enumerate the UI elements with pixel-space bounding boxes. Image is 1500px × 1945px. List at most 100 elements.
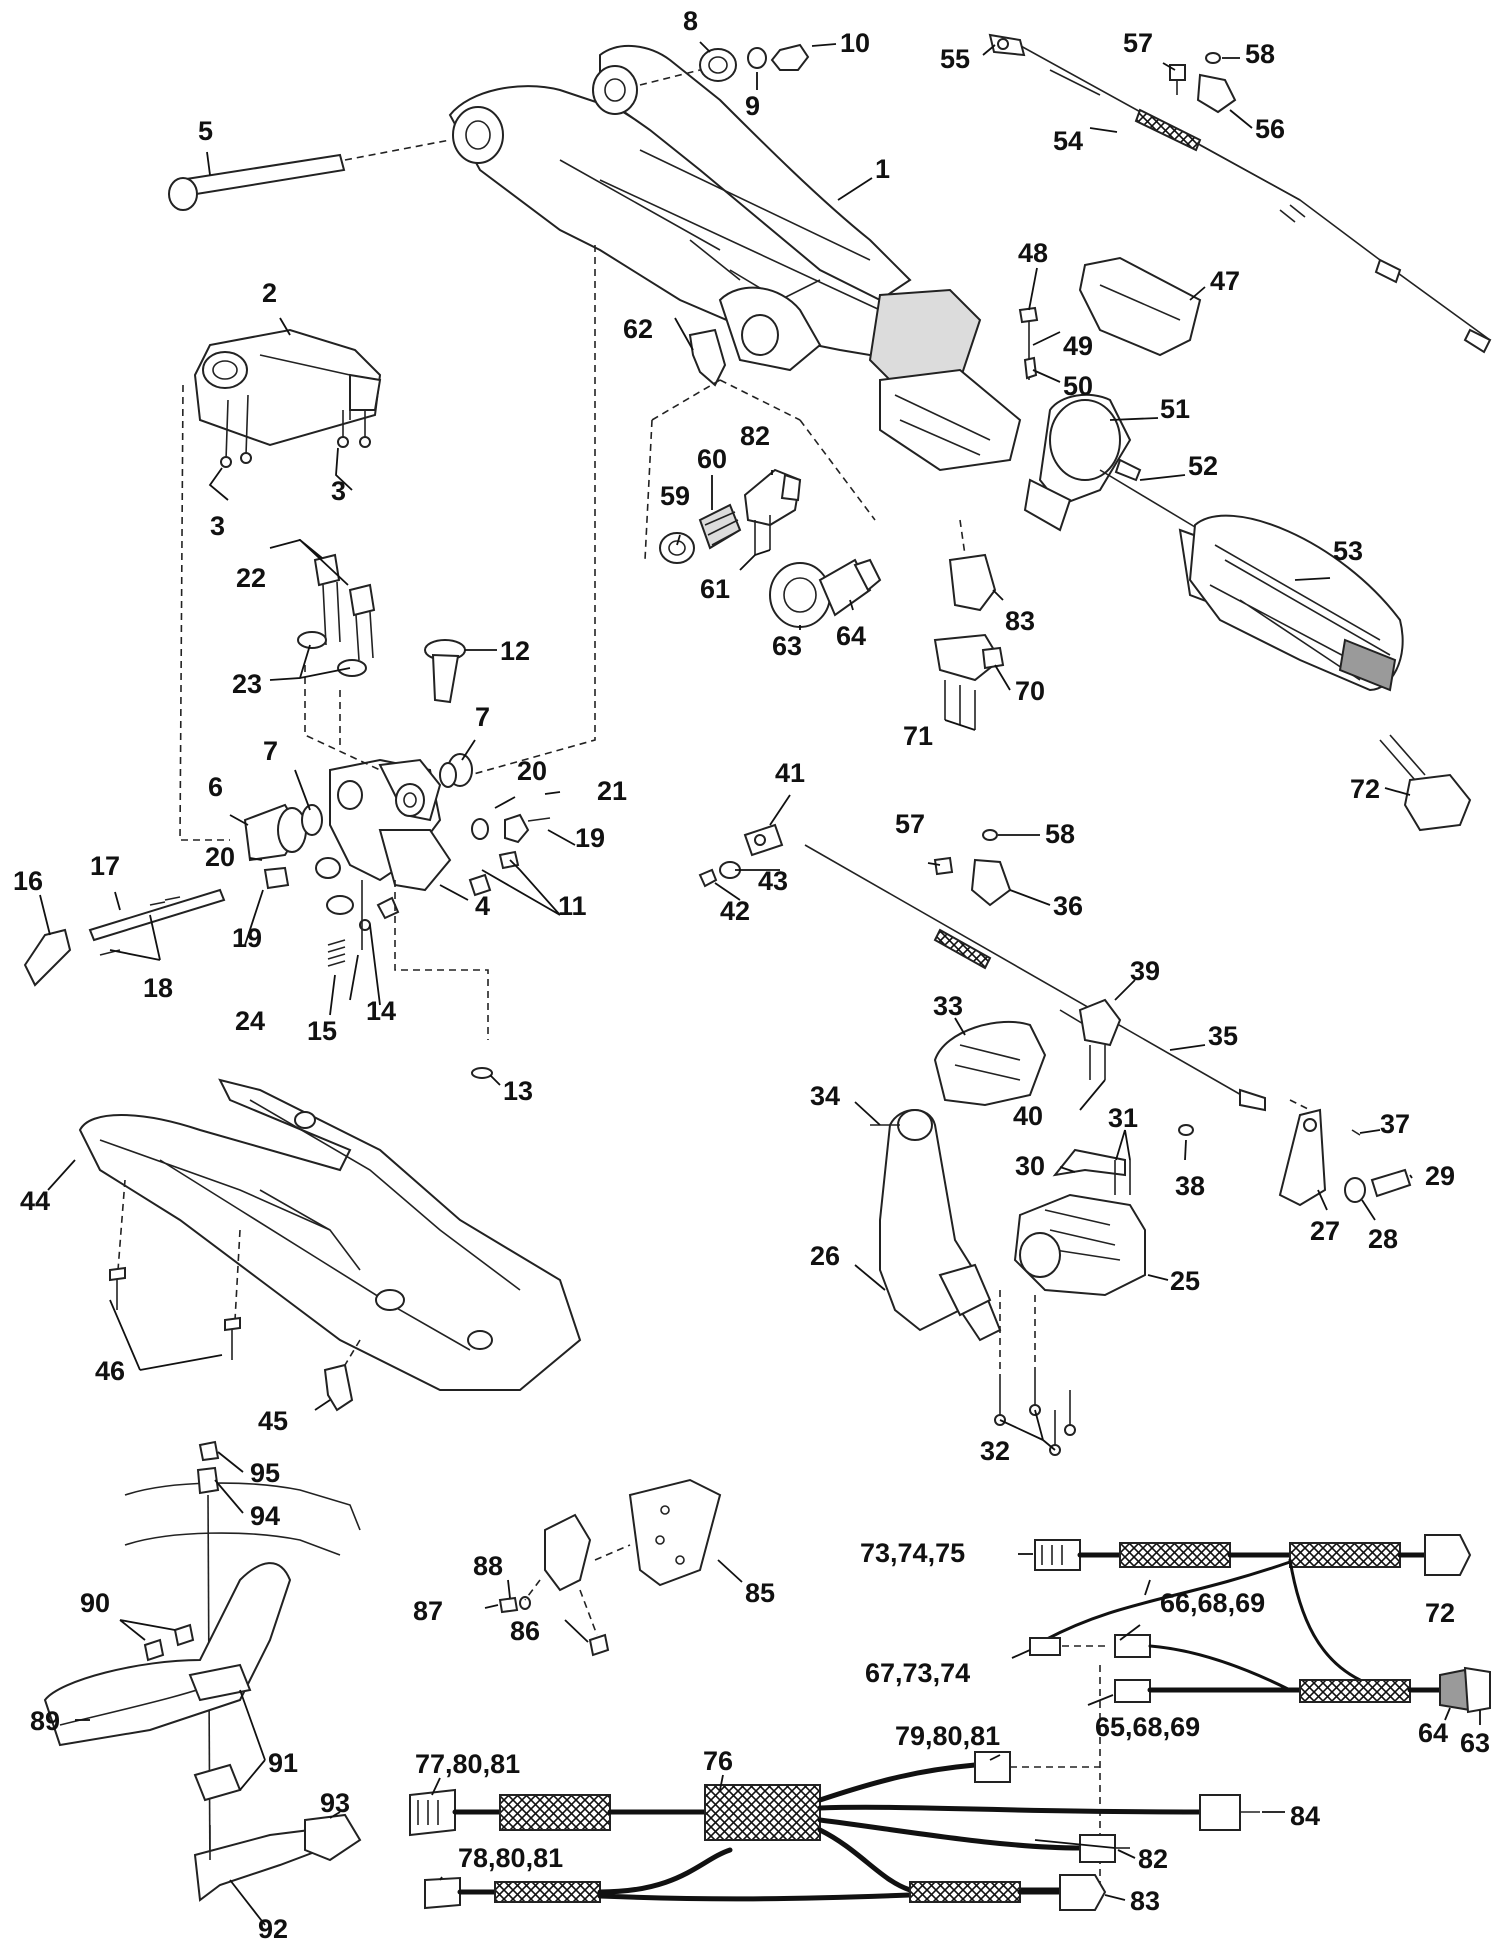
- callout-2: 2: [262, 278, 277, 308]
- switch-parts-59-to-64-82: [644, 379, 882, 628]
- upper-mount-cover-part-2: [193, 328, 382, 447]
- plug-part-72a: [1379, 734, 1472, 832]
- callout-19a: 19: [232, 923, 262, 953]
- callout-64a: 64: [836, 621, 866, 651]
- callout-55: 55: [940, 44, 970, 74]
- callout-14: 14: [366, 996, 396, 1026]
- callout-61: 61: [700, 574, 730, 604]
- bracket-part-30-31: [1052, 1148, 1131, 1195]
- callout-25: 25: [1170, 1266, 1200, 1296]
- screw-part-13: [394, 880, 493, 1079]
- callout-91: 91: [268, 1748, 298, 1778]
- callout-72a: 72: [1350, 774, 1380, 804]
- callout-7a: 7: [263, 736, 278, 766]
- main-harness-part-76: [409, 1751, 1260, 1893]
- callout-52: 52: [1188, 451, 1218, 481]
- callout-58b: 58: [1045, 819, 1075, 849]
- callout-38: 38: [1175, 1171, 1205, 1201]
- throttle-cable-part-54: [1009, 39, 1492, 354]
- small-hardware-parts-11-14-19-20-24: [263, 813, 551, 950]
- callout-11: 11: [558, 891, 587, 921]
- throttle-parts-47-to-53: [1018, 256, 1404, 692]
- callout-45: 45: [258, 1406, 288, 1436]
- callout-9: 9: [745, 91, 760, 121]
- callout-70: 70: [1015, 676, 1045, 706]
- shift-cable-part-35: [804, 844, 1266, 1112]
- callout-13: 13: [503, 1076, 533, 1106]
- callout-71: 71: [903, 721, 933, 751]
- callout-20b: 20: [517, 756, 547, 786]
- washers-part-7: [301, 753, 473, 836]
- callout-93: 93: [320, 1788, 350, 1818]
- callout-82a: 82: [740, 421, 770, 451]
- callout-62: 62: [623, 314, 653, 344]
- callout-59: 59: [660, 481, 690, 511]
- callout-57b: 57: [895, 809, 925, 839]
- callout-44: 44: [20, 1186, 50, 1216]
- callout-57a: 57: [1123, 28, 1153, 58]
- screw-washer-parts-57b-58b: [933, 829, 998, 876]
- callout-6: 6: [208, 772, 223, 802]
- connectors-parts-66-67-68-69: [1029, 1634, 1292, 1692]
- callout-88: 88: [473, 1551, 503, 1581]
- callout-46: 46: [95, 1356, 125, 1386]
- leader-lines: [39, 41, 1481, 1926]
- pin-part-12: [424, 639, 466, 704]
- harness-part-78: [424, 1847, 1107, 1911]
- callout-28: 28: [1368, 1224, 1398, 1254]
- callout-94: 94: [250, 1501, 280, 1531]
- swivel-bracket-part-4: [179, 245, 596, 892]
- handle-pin-parts-16-17-18: [23, 888, 226, 987]
- callout-31: 31: [1108, 1103, 1138, 1133]
- callout-82b: 82: [1138, 1844, 1168, 1874]
- callout-5: 5: [198, 116, 213, 146]
- callout-95: 95: [250, 1458, 280, 1488]
- plug-parts-63-64: [1439, 1666, 1491, 1714]
- callout-60: 60: [697, 444, 727, 474]
- callout-65: 65,68,69: [1095, 1712, 1200, 1742]
- callout-36: 36: [1053, 891, 1083, 921]
- callout-20a: 20: [205, 842, 235, 872]
- callout-83b: 83: [1130, 1886, 1160, 1916]
- spring-part-15: [327, 939, 346, 967]
- callout-66: 66,68,69: [1160, 1588, 1265, 1618]
- callout-34: 34: [810, 1081, 840, 1111]
- callout-18: 18: [143, 973, 173, 1003]
- screws-part-46: [109, 1179, 241, 1360]
- clip-part-45: [323, 1339, 361, 1412]
- callout-1: 1: [875, 154, 890, 184]
- washer-part-58a: [1205, 52, 1221, 64]
- callout-35: 35: [1208, 1021, 1238, 1051]
- callout-86: 86: [510, 1616, 540, 1646]
- bushing-part-6: [243, 803, 307, 862]
- callout-67: 67,73,74: [865, 1658, 970, 1688]
- callout-84: 84: [1290, 1801, 1320, 1831]
- screws-part-32: [994, 1290, 1076, 1456]
- callout-53: 53: [1333, 536, 1363, 566]
- callout-50: 50: [1063, 371, 1093, 401]
- callout-16: 16: [13, 866, 43, 896]
- shift-lever-part-26: [870, 1109, 1002, 1342]
- callout-76: 76: [703, 1746, 733, 1776]
- callout-49: 49: [1063, 331, 1093, 361]
- callout-30: 30: [1015, 1151, 1045, 1181]
- callout-12: 12: [500, 636, 530, 666]
- switch-bracket-parts-85-to-88: [498, 1478, 722, 1657]
- callout-33: 33: [933, 991, 963, 1021]
- callout-54: 54: [1053, 126, 1083, 156]
- callout-39: 39: [1130, 956, 1160, 986]
- callout-79: 79,80,81: [895, 1721, 1000, 1751]
- callout-4: 4: [475, 891, 490, 921]
- clip-part-62: [688, 328, 727, 387]
- shift-housing-part-25: [1013, 1193, 1146, 1297]
- callout-24: 24: [235, 1006, 265, 1036]
- callout-64b: 64: [1418, 1718, 1448, 1748]
- callout-22: 22: [236, 563, 266, 593]
- callout-26: 26: [810, 1241, 840, 1271]
- connector-part-65: [1099, 1665, 1443, 1890]
- callout-labels: 1 2 3 3 4 5 6 7 7 8 9 10 11 12 13 14 15 …: [13, 6, 1490, 1944]
- callout-3a: 3: [210, 511, 225, 541]
- cable-bracket-part-39: [1078, 998, 1122, 1080]
- callout-43: 43: [758, 866, 788, 896]
- callout-15: 15: [307, 1016, 337, 1046]
